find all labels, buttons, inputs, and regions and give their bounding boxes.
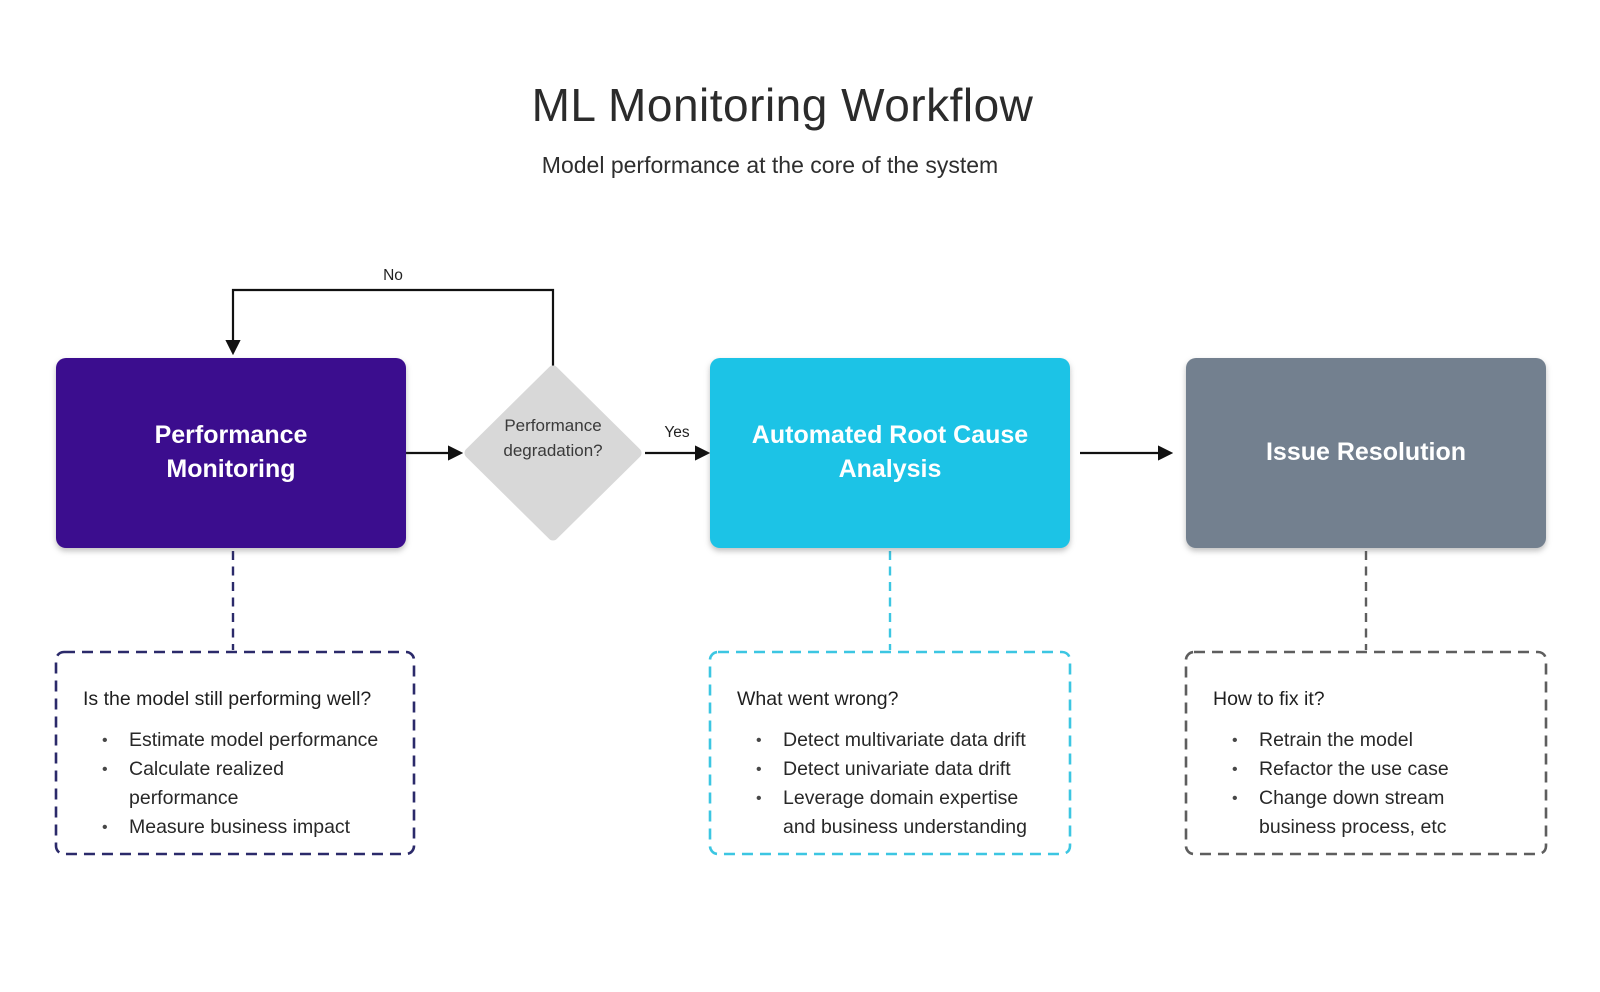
bullet-icon: • xyxy=(1232,732,1238,749)
note-bullet-list: • Retrain the model • Refactor the use c… xyxy=(1213,726,1526,842)
note-frame-monitoring xyxy=(54,650,416,856)
bullet-icon: • xyxy=(102,732,108,749)
note-heading: What went wrong? xyxy=(737,688,899,710)
bullet-icon: • xyxy=(102,819,108,836)
bullet-text: Change down stream business process, etc xyxy=(1259,787,1447,838)
bullet-icon: • xyxy=(756,761,762,778)
list-item: • Estimate model performance xyxy=(96,726,394,755)
list-item: • Change down stream business process, e… xyxy=(1226,784,1526,842)
bullet-icon: • xyxy=(102,761,108,778)
list-item: • Detect univariate data drift xyxy=(750,755,1050,784)
bullet-icon: • xyxy=(1232,761,1238,778)
bullet-text: Measure business impact xyxy=(129,816,351,838)
node-issue-resolution-label: Issue Resolution xyxy=(1265,438,1467,467)
bullet-text: Retrain the model xyxy=(1259,729,1413,751)
node-root-cause-label: Automated Root Cause Analysis xyxy=(751,421,1029,483)
bullet-text: Detect univariate data drift xyxy=(783,758,1011,780)
bullet-text: Estimate model performance xyxy=(129,729,379,751)
note-performance-monitoring: Is the model still performing well? • Es… xyxy=(56,652,414,854)
bullet-text: Refactor the use case xyxy=(1259,758,1449,780)
list-item: • Calculate realized performance xyxy=(96,755,394,813)
note-bullet-list: • Detect multivariate data drift • Detec… xyxy=(737,726,1050,842)
edge-no-loop xyxy=(225,288,555,366)
list-item: • Measure business impact xyxy=(96,813,394,842)
note-heading: Is the model still performing well? xyxy=(83,688,372,710)
note-heading: How to fix it? xyxy=(1213,688,1325,710)
node-performance-monitoring: Performance Monitoring xyxy=(56,358,406,548)
decision-diamond-label: Performance degradation? xyxy=(503,416,603,460)
note-issue-resolution: How to fix it? • Retrain the model • Ref… xyxy=(1186,652,1546,854)
bullet-text: Calculate realized performance xyxy=(129,758,285,809)
page-title: ML Monitoring Workflow xyxy=(531,79,1034,131)
list-item: • Detect multivariate data drift xyxy=(750,726,1050,755)
node-issue-resolution: Issue Resolution xyxy=(1186,358,1546,548)
bullet-text: Leverage domain expertise and business u… xyxy=(783,787,1027,838)
list-item: • Retrain the model xyxy=(1226,726,1526,755)
edge-label-yes: Yes xyxy=(664,424,690,441)
decision-diamond-shape xyxy=(464,365,642,541)
note-bullet-list: • Estimate model performance • Calculate… xyxy=(83,726,394,842)
note-frame-resolution xyxy=(1184,650,1548,856)
bullet-icon: • xyxy=(1232,790,1238,807)
list-item: • Refactor the use case xyxy=(1226,755,1526,784)
edge-label-no: No xyxy=(383,267,403,284)
bullet-icon: • xyxy=(756,732,762,749)
bullet-text: Detect multivariate data drift xyxy=(783,729,1026,751)
page-subtitle: Model performance at the core of the sys… xyxy=(541,152,999,178)
list-item: • Leverage domain expertise and business… xyxy=(750,784,1050,842)
bullet-icon: • xyxy=(756,790,762,807)
node-automated-root-cause-analysis: Automated Root Cause Analysis xyxy=(710,358,1070,548)
node-performance-monitoring-label: Performance Monitoring xyxy=(154,421,308,483)
note-root-cause-analysis: What went wrong? • Detect multivariate d… xyxy=(710,652,1070,854)
note-frame-rca xyxy=(708,650,1072,856)
